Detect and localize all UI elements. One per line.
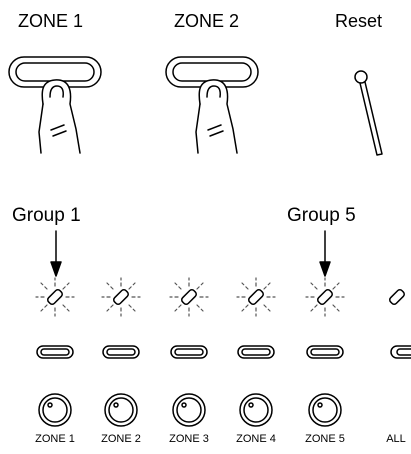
lamp-zone5-icon [305,277,345,317]
lamp-zone2-icon [101,277,141,317]
zone1-top-label: ZONE 1 [18,11,84,31]
reset-probe[interactable] [354,70,383,156]
slot-light-zone2 [102,345,140,359]
zone2-button-label: ZONE 2 [101,433,141,445]
zone1-button[interactable] [38,393,72,427]
zone5-button[interactable] [308,393,342,427]
zone4-button-label: ZONE 4 [236,433,276,445]
zone4-button[interactable] [239,393,273,427]
slot-light-zone4 [237,345,275,359]
slot-light-all [390,345,411,359]
lamp-zone1-icon [35,277,75,317]
group5-label: Group 5 [287,205,356,226]
zone2-press-switch[interactable] [165,56,259,154]
group5-arrow-icon [319,230,331,277]
slot-light-zone5 [306,345,344,359]
slot-light-zone3 [170,345,208,359]
lamp-zone4-icon [236,277,276,317]
zone5-button-label: ZONE 5 [305,433,345,445]
reset-label: Reset [335,11,383,31]
zone2-top-label: ZONE 2 [174,11,240,31]
zone3-button[interactable] [172,393,206,427]
slot-light-zone1 [36,345,74,359]
group1-label: Group 1 [12,205,81,226]
zone3-button-label: ZONE 3 [169,433,209,445]
lamp-all-icon [389,289,405,305]
lamp-zone3-icon [169,277,209,317]
group1-arrow-icon [50,230,62,277]
zone1-press-switch[interactable] [8,56,102,154]
all-button-label: ALL [386,433,406,445]
zone1-button-label: ZONE 1 [35,433,75,445]
zone2-button[interactable] [104,393,138,427]
